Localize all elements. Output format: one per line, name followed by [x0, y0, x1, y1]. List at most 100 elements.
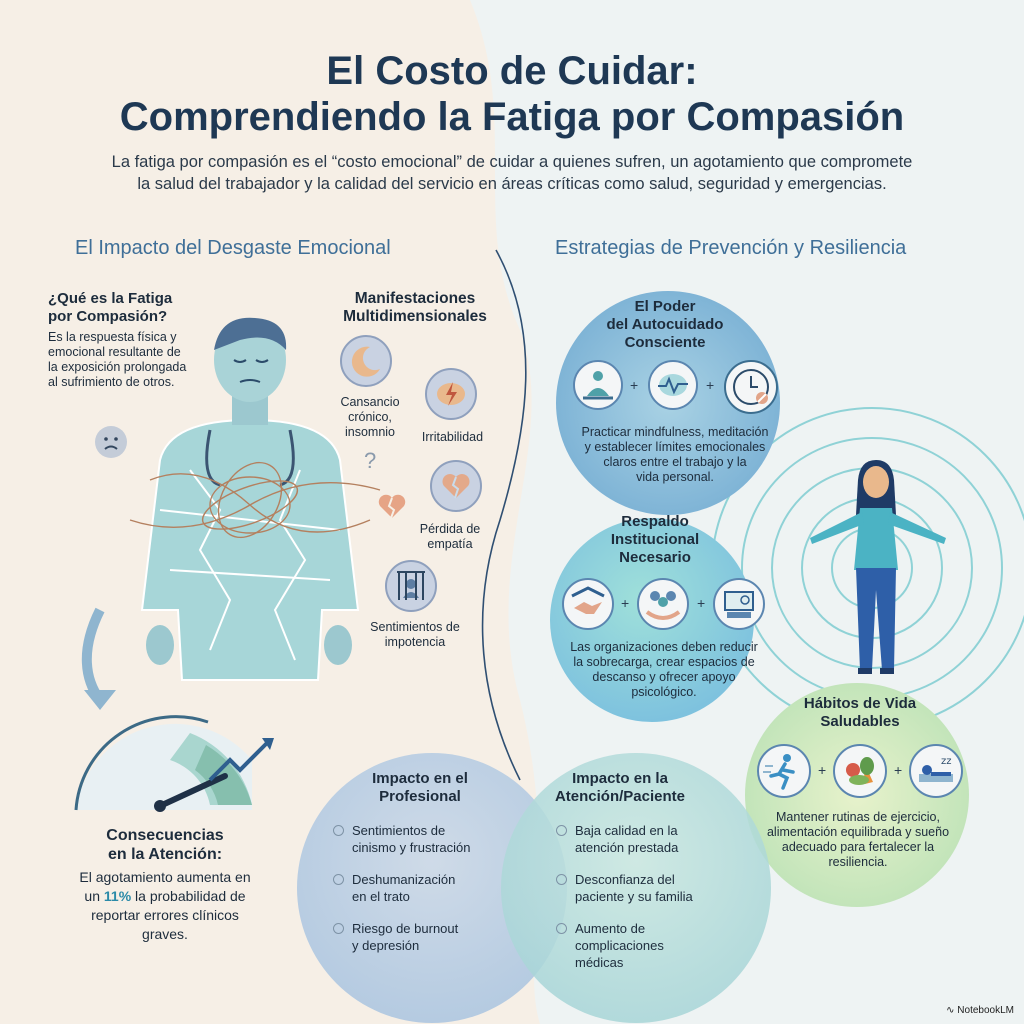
- healthy-food-icon: [833, 744, 887, 798]
- selfcare-title-line-1: El Poder: [634, 298, 696, 315]
- manifestation-fatigue: Cansancio crónico, insomnio: [330, 395, 410, 440]
- consequences-text-post: la probabilidad de: [135, 888, 246, 904]
- page-subtitle: La fatiga por compasión es el “costo emo…: [70, 151, 954, 195]
- plus-sign: +: [630, 377, 639, 393]
- definition-text-line-1: Es la respuesta física y: [48, 330, 177, 344]
- plus-sign: +: [818, 762, 827, 778]
- consequences-text: El agotamiento aumenta en un 11% la prob…: [55, 868, 275, 944]
- professional-impact-title: Impacto en el Profesional: [345, 770, 495, 806]
- plus-sign: +: [894, 762, 903, 778]
- manifestations-title-line-1: Manifestaciones: [354, 290, 476, 307]
- selfcare-text-line-2: y establecer límites emocionales: [584, 440, 766, 454]
- manifestation-empathy-line-1: Pérdida de: [419, 522, 481, 536]
- running-icon: [757, 744, 811, 798]
- item-line-1: Aumento de: [575, 921, 646, 936]
- selfcare-text-line-1: Practicar mindfulness, meditación: [581, 425, 769, 439]
- page-title: El Costo de Cuidar: Comprendiendo la Fat…: [0, 48, 1024, 140]
- consequences-text-pre: un: [84, 888, 100, 904]
- definition-text-line-4: al sufrimiento de otros.: [48, 375, 175, 389]
- small-broken-heart-icon: [378, 494, 406, 519]
- brand-logo-icon: ∿: [946, 1005, 955, 1016]
- habits-text-line-2: alimentación equilibrada y sueño: [766, 825, 950, 839]
- svg-text:zz: zz: [941, 756, 952, 767]
- item-line-1: Desconfianza del: [575, 872, 675, 887]
- habits-text-line-4: resiliencia.: [828, 855, 888, 869]
- habits-text-line-1: Mantener rutinas de ejercicio,: [776, 810, 940, 824]
- item-line-3: médicas: [575, 955, 624, 970]
- institutional-text-line-1: Las organizaciones deben reducir: [570, 640, 758, 654]
- habits-title: Hábitos de Vida Saludables: [775, 695, 945, 731]
- habits-text: Mantener rutinas de ejercicio, alimentac…: [752, 810, 964, 870]
- item-line-2: y depresión: [352, 938, 420, 953]
- plus-sign: +: [697, 595, 706, 611]
- definition-text-line-3: la exposición prolongada: [48, 360, 187, 374]
- item-line-2: complicaciones: [575, 938, 664, 953]
- rest-space-icon: [713, 578, 765, 630]
- list-item: Desconfianza del paciente y su familia: [553, 871, 728, 905]
- brand-label: ∿ NotebookLM: [946, 1005, 1014, 1016]
- list-item: Aumento de complicaciones médicas: [553, 920, 728, 971]
- moon-icon: [340, 335, 392, 387]
- patient-impact-list: Baja calidad en la atención prestada Desc…: [553, 822, 728, 986]
- habits-title-line-2: Saludables: [820, 713, 900, 730]
- definition-title-line-1: ¿Qué es la Fatiga: [48, 290, 173, 307]
- team-support-icon: [637, 578, 689, 630]
- consequences-text-line-3: reportar errores clínicos: [91, 907, 239, 923]
- patient-impact-title-line-2: Atención/Paciente: [554, 788, 686, 805]
- left-section-heading: El Impacto del Desgaste Emocional: [75, 237, 391, 259]
- item-line-1: Deshumanización: [352, 872, 456, 887]
- manifestation-fatigue-line-3: insomnio: [344, 425, 396, 439]
- clock-limit-icon: [724, 360, 778, 414]
- sad-face-icon: [95, 426, 127, 458]
- habits-text-line-3: adecuado para fertalecer la: [781, 840, 935, 854]
- plus-sign: +: [621, 595, 630, 611]
- institutional-text: Las organizaciones deben reducir la sobr…: [560, 640, 768, 700]
- consequences-title-line-2: en la Atención:: [107, 846, 223, 863]
- meditation-icon: [573, 360, 623, 410]
- institutional-text-line-4: psicológico.: [631, 685, 697, 699]
- manifestation-irritability: Irritabilidad: [421, 430, 484, 444]
- brain-lightning-icon: [425, 368, 477, 420]
- definition-block: ¿Qué es la Fatiga por Compasión? Es la r…: [48, 290, 238, 390]
- definition-title-line-2: por Compasión?: [48, 308, 168, 325]
- manifestation-helplessness: Sentimientos de impotencia: [360, 620, 470, 650]
- resilient-woman-illustration: [810, 460, 946, 674]
- manifestation-fatigue-line-2: crónico,: [348, 410, 392, 424]
- item-line-1: Baja calidad en la: [575, 823, 678, 838]
- patient-impact-title: Impacto en la Atención/Paciente: [530, 770, 710, 806]
- selfcare-text: Practicar mindfulness, meditación y esta…: [575, 425, 775, 485]
- caged-person-icon: [385, 560, 437, 612]
- manifestation-helplessness-line-2: impotencia: [384, 635, 446, 649]
- list-item: Baja calidad en la atención prestada: [553, 822, 728, 856]
- handshake-icon: [562, 578, 614, 630]
- subtitle-line-2: la salud del trabajador y la calidad del…: [137, 175, 887, 193]
- institutional-title-line-1: Respaldo: [621, 513, 689, 530]
- institutional-text-line-3: descanso y ofrecer apoyo: [592, 670, 736, 684]
- selfcare-title: El Poder del Autocuidado Consciente: [590, 298, 740, 352]
- title-line-2: Comprendiendo la Fatiga por Compasión: [119, 95, 905, 139]
- manifestation-fatigue-line-1: Cansancio: [340, 395, 400, 409]
- item-line-2: atención prestada: [575, 840, 679, 855]
- professional-impact-title-line-2: Profesional: [379, 788, 461, 805]
- selfcare-text-line-4: vida personal.: [636, 470, 714, 484]
- consequences-title: Consecuencias en la Atención:: [70, 826, 260, 864]
- subtitle-line-1: La fatiga por compasión es el “costo emo…: [111, 153, 913, 171]
- sleep-icon: zz: [909, 744, 963, 798]
- title-line-1: El Costo de Cuidar:: [326, 49, 698, 93]
- fatigued-worker-illustration: [129, 317, 381, 681]
- selfcare-title-line-2: del Autocuidado: [606, 316, 724, 333]
- institutional-title-line-2: Institucional: [610, 531, 700, 548]
- brain-pulse-icon: [648, 360, 698, 410]
- manifestations-title: Manifestaciones Multidimensionales: [330, 290, 500, 326]
- item-line-2: paciente y su familia: [575, 889, 693, 904]
- institutional-text-line-2: la sobrecarga, crear espacios de: [573, 655, 755, 669]
- manifestation-helplessness-line-1: Sentimientos de: [370, 620, 460, 634]
- error-increase-percent: 11%: [103, 888, 132, 904]
- question-mark-icon: ?: [364, 448, 377, 473]
- consequences-text-line-4: graves.: [142, 926, 188, 942]
- institutional-title-line-3: Necesario: [619, 549, 691, 566]
- consequences-text-line-1: El agotamiento aumenta en: [79, 869, 251, 885]
